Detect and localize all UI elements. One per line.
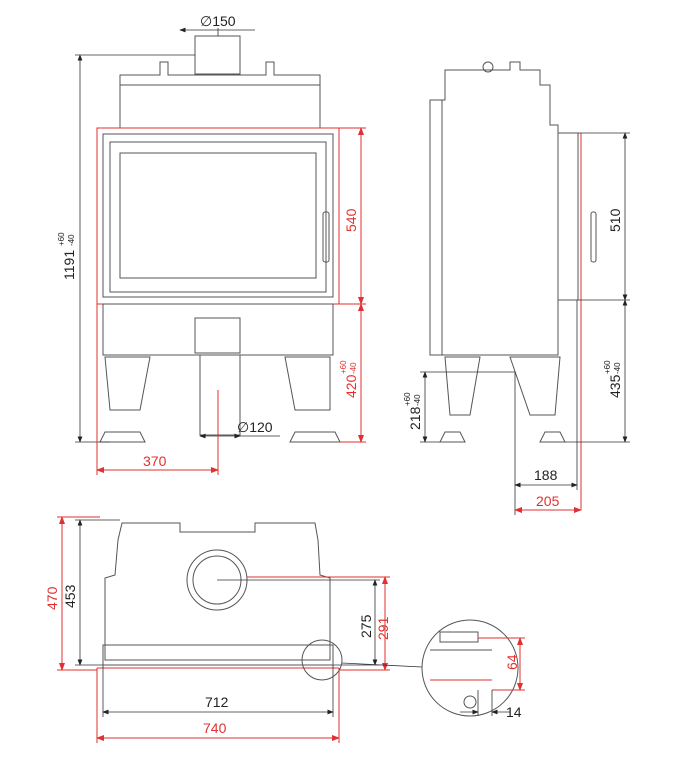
- svg-text:+60: +60: [603, 360, 612, 374]
- side-door: [557, 132, 579, 301]
- width-label: 712: [205, 694, 229, 710]
- flue-axis-label: 275: [358, 614, 374, 638]
- side-door-height-label: 510: [607, 208, 623, 232]
- detail-marker: [301, 639, 343, 681]
- glass: [119, 152, 317, 279]
- air-inlet-box: [194, 317, 241, 354]
- svg-text:+60: +60: [403, 392, 412, 406]
- flue-diameter-bottom-label: ∅120: [237, 419, 273, 435]
- flue-collar: [194, 35, 241, 75]
- svg-text:+60: +60: [57, 232, 66, 246]
- width-outer-label: 740: [203, 720, 227, 736]
- axis-offset-label: 370: [143, 453, 167, 469]
- svg-text:-40: -40: [413, 394, 422, 406]
- door: [109, 141, 327, 293]
- depth-outer-label: 205: [536, 493, 560, 509]
- door-handle: [322, 211, 330, 263]
- feet: [99, 431, 341, 443]
- svg-text:-40: -40: [67, 234, 76, 246]
- leg-height-label: 420: [343, 374, 359, 398]
- door-height-label: 540: [343, 208, 359, 232]
- inlet-height-label: 218: [407, 406, 423, 430]
- svg-text:+60: +60: [339, 360, 348, 374]
- total-height-label: 1191: [61, 250, 77, 280]
- svg-text:-40: -40: [613, 362, 622, 374]
- front-view: ∅150 1191 +60 -40 540 420 +60 -40 ∅120 3…: [57, 13, 366, 475]
- side-leg-height-label: 435: [607, 374, 623, 398]
- side-handle: [590, 211, 597, 263]
- depth-inner-label: 188: [534, 467, 558, 483]
- top-view: 453 470 275 291 712 740: [44, 516, 423, 743]
- air-inlet-pipe: [199, 354, 241, 436]
- top-depth-outer-label: 470: [44, 586, 60, 610]
- flue-diameter-top-label: ∅150: [200, 13, 236, 29]
- top-body: [104, 522, 331, 661]
- top-housing: [119, 61, 321, 129]
- svg-text:-40: -40: [349, 362, 358, 374]
- flue-axis-outer-label: 291: [375, 616, 391, 640]
- frame-height-label: 64: [504, 654, 520, 670]
- frame-offset-label: 14: [506, 704, 522, 720]
- side-body: [429, 61, 559, 356]
- legs: [104, 356, 331, 411]
- top-depth-label: 453: [62, 584, 78, 608]
- side-view: 510 435 +60 -40 218 +60 -40 188 205: [403, 61, 630, 515]
- lower-chamber: [102, 303, 334, 356]
- detail-view: 64 14: [421, 619, 525, 720]
